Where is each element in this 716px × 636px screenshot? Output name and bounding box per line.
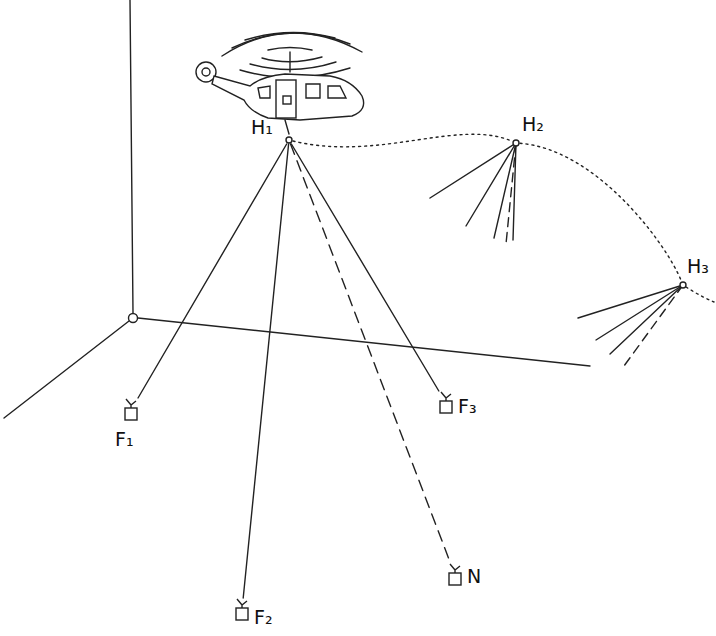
position-dot xyxy=(512,139,520,147)
helicopter-position: H₂ xyxy=(512,139,520,147)
helicopter-position: H₃ xyxy=(679,281,687,289)
signal-line xyxy=(291,144,451,563)
point-label: F₂ xyxy=(254,608,273,627)
antenna-symbol xyxy=(123,398,139,422)
flight-path xyxy=(686,287,714,302)
signal-line xyxy=(243,144,288,598)
point-label: H₁ xyxy=(251,118,273,137)
signal-line xyxy=(291,144,438,391)
helicopter xyxy=(196,32,364,134)
antenna-symbol xyxy=(234,598,250,622)
flight-path xyxy=(293,134,512,147)
helicopter-position: H₁ xyxy=(285,136,293,144)
receiver-station: F₃ xyxy=(438,391,454,415)
receiver-station: F₁ xyxy=(123,398,139,422)
receiver-station: N xyxy=(447,563,463,587)
position-dot xyxy=(679,281,687,289)
position-dot xyxy=(285,136,293,144)
receiver-station: F₂ xyxy=(234,598,250,622)
flight-path xyxy=(520,143,681,281)
signal-line xyxy=(138,144,287,398)
point-label: H₃ xyxy=(687,257,709,276)
antenna-symbol xyxy=(438,391,454,415)
point-label: N xyxy=(467,567,481,586)
ray-fan xyxy=(430,143,683,366)
point-label: H₂ xyxy=(522,115,544,134)
antenna-symbol xyxy=(447,563,463,587)
point-label: F₃ xyxy=(458,397,477,416)
point-label: F₁ xyxy=(115,430,134,449)
coordinate-axes xyxy=(4,0,590,418)
